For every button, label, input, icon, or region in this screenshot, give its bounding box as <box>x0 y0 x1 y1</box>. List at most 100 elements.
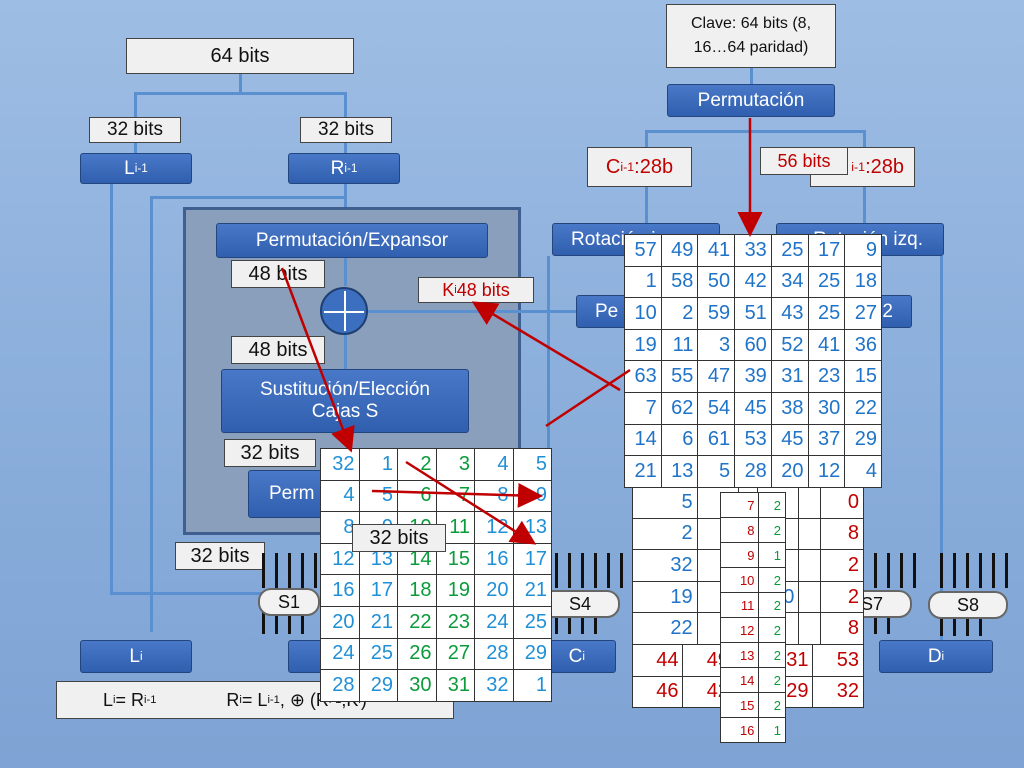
sbox-s4: S4 <box>540 590 620 618</box>
table-cell: 9 <box>719 542 760 568</box>
table-cell: 2 <box>758 692 786 718</box>
table-cell: 14 <box>624 423 662 457</box>
table-cell: 2 <box>660 297 699 330</box>
connector <box>863 130 866 148</box>
table-cell: 3 <box>697 328 736 362</box>
table-cell: 5 <box>512 448 552 481</box>
connector <box>344 142 347 154</box>
table-cell: 53 <box>812 644 864 677</box>
table-cell: 25 <box>512 605 552 639</box>
table-cell: 19 <box>435 574 475 607</box>
table-cell: 8 <box>820 612 864 645</box>
table-cell: 1 <box>512 669 552 702</box>
table-cell: 36 <box>844 328 882 362</box>
table-cell: 15 <box>844 360 882 393</box>
sbox-s1: S1 <box>258 588 320 616</box>
connector <box>150 196 346 199</box>
table-cell: 24 <box>320 637 360 671</box>
top-64-bits-label: 64 bits <box>126 38 354 74</box>
table-cell: 23 <box>807 360 846 393</box>
table-cell: 29 <box>844 423 882 457</box>
table-cell: 44 <box>631 644 684 677</box>
table-cell: 7 <box>719 492 760 518</box>
table-cell: 62 <box>660 391 699 425</box>
key-permutation-box: Permutación <box>667 84 835 117</box>
bits32-label-c: 32 bits <box>352 524 446 552</box>
table-cell: 49 <box>660 234 699 267</box>
table-cell: 1 <box>758 717 786 743</box>
bits48-label-a: 48 bits <box>231 260 325 288</box>
connector <box>645 187 648 223</box>
table-cell: 45 <box>734 391 772 425</box>
table-cell: 39 <box>734 360 772 393</box>
table-cell: 41 <box>807 328 846 362</box>
bits56-label: 56 bits <box>760 147 848 175</box>
table-cell: 55 <box>660 360 699 393</box>
table-row: 2 <box>820 549 864 582</box>
table-cell: 59 <box>697 297 736 330</box>
connector <box>134 142 137 154</box>
table-cell: 25 <box>358 637 398 671</box>
table-cell: 27 <box>435 637 475 671</box>
table-cell: 5 <box>697 455 736 488</box>
table-cell: 30 <box>807 391 846 425</box>
table-cell: 57 <box>624 234 662 267</box>
table-cell: 10 <box>624 297 662 330</box>
table-cell: 25 <box>807 297 846 330</box>
table-cell: 30 <box>397 669 437 702</box>
table-cell: 17 <box>512 542 552 576</box>
table-cell: 28 <box>474 637 514 671</box>
table-cell: 14 <box>719 667 760 693</box>
table-cell: 12 <box>807 455 846 488</box>
bits32-label-a: 32 bits <box>224 439 316 467</box>
connector <box>110 184 113 594</box>
table-cell: 9 <box>844 234 882 267</box>
table-cell: 4 <box>844 455 882 488</box>
table-cell: 6 <box>660 423 699 457</box>
table-cell: 38 <box>770 391 809 425</box>
table-cell: 2 <box>758 567 786 593</box>
table-cell: 17 <box>807 234 846 267</box>
table-cell: 63 <box>624 360 662 393</box>
table-cell: 16 <box>474 542 514 576</box>
connector <box>134 92 137 118</box>
table-cell: 31 <box>770 360 809 393</box>
table-cell: 2 <box>758 592 786 618</box>
table-cell: 52 <box>770 328 809 362</box>
key-64-bits-box: Clave: 64 bits (8,16…64 paridad) <box>666 4 836 68</box>
table-cell: 43 <box>770 297 809 330</box>
bits32-label-b: 32 bits <box>175 542 265 570</box>
connector <box>344 335 347 369</box>
table-cell: 2 <box>758 492 786 518</box>
table-cell: 11 <box>660 328 699 362</box>
table-cell: 10 <box>719 567 760 593</box>
table-row: 8 <box>820 612 864 645</box>
connector <box>344 184 347 222</box>
table-cell: 2 <box>632 517 698 551</box>
table-cell: 5 <box>358 479 398 513</box>
table-cell: 22 <box>632 612 698 645</box>
connector <box>134 92 346 95</box>
table-cell: 33 <box>734 234 772 267</box>
table-cell: 28 <box>734 455 772 488</box>
